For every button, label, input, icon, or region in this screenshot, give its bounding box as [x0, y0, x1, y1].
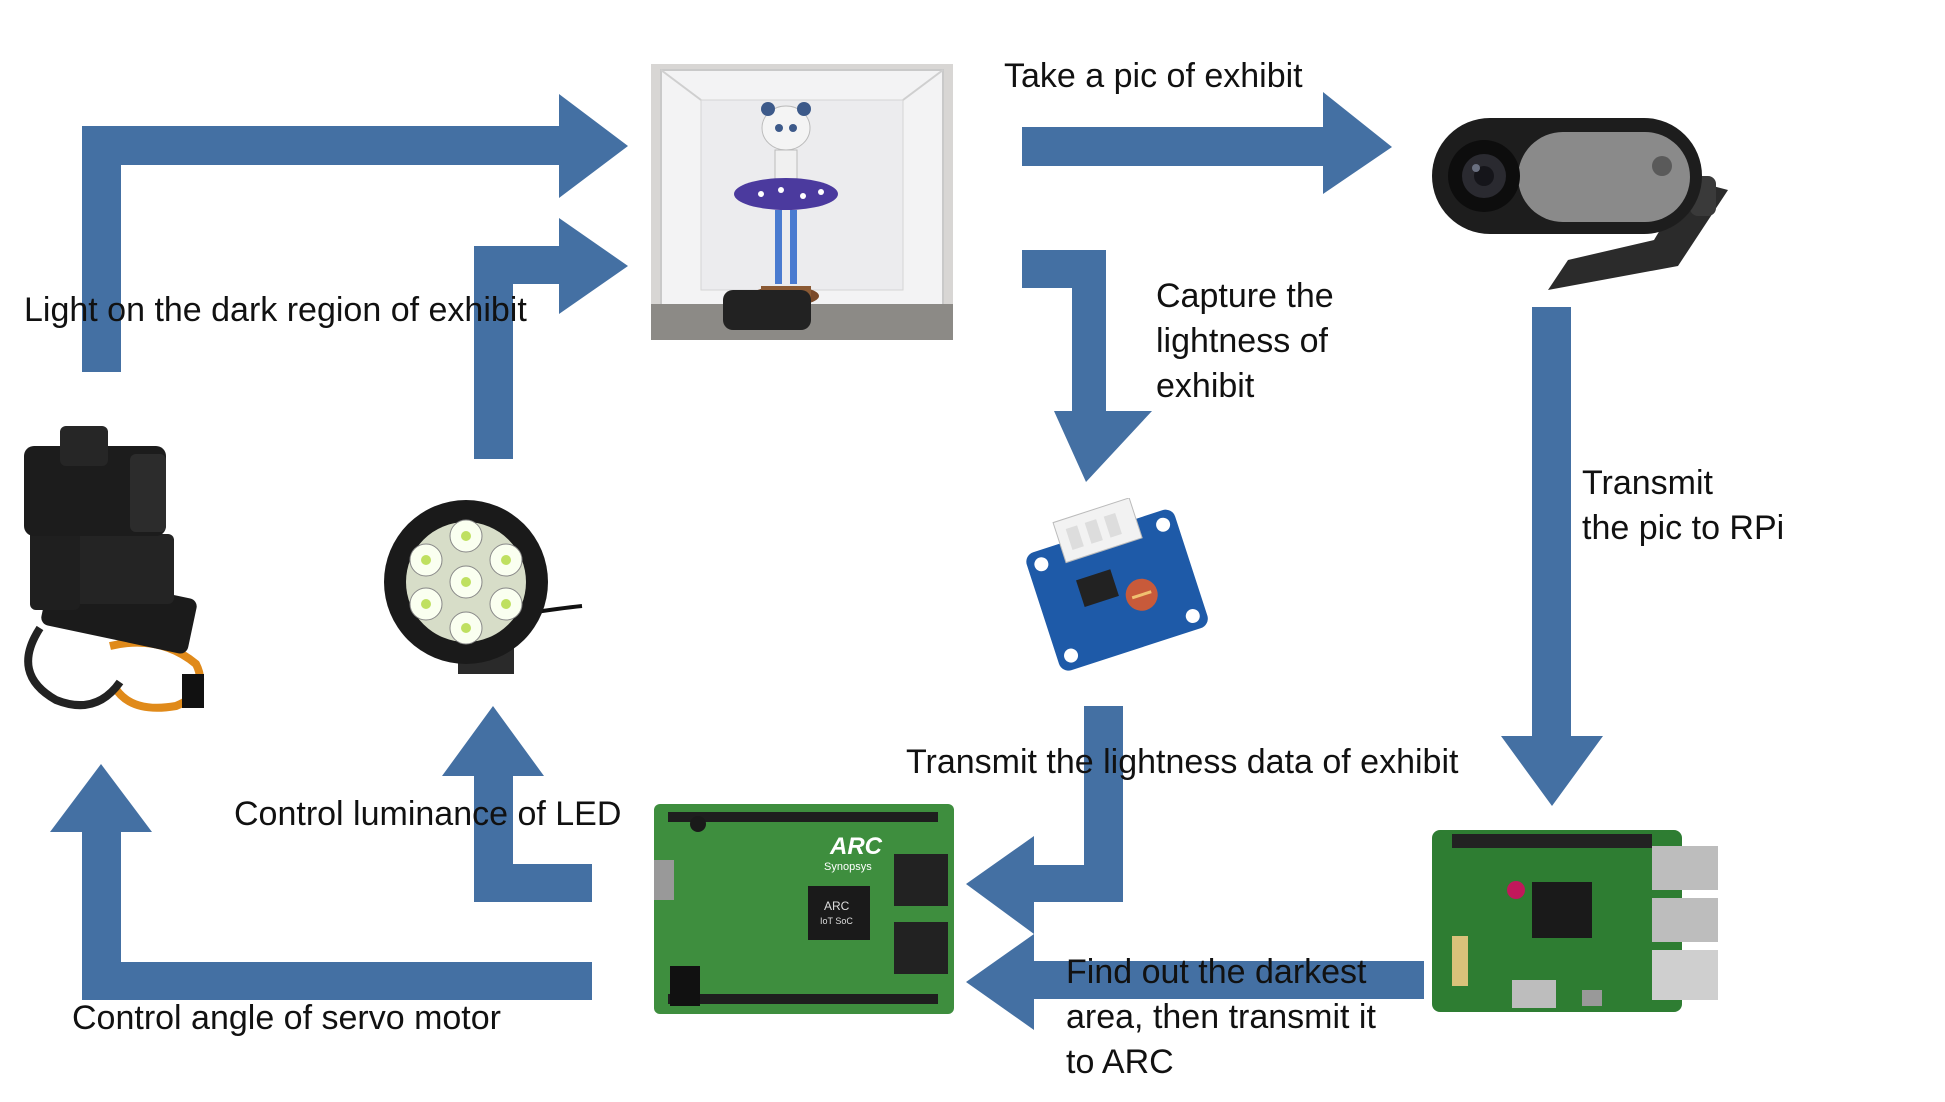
arc-logo-sub: Synopsys [824, 861, 872, 873]
label-take-pic: Take a pic of exhibit [1004, 57, 1303, 95]
arrow-arc-to-servo [50, 764, 592, 1000]
arrow-exhibit-to-sensor [1022, 250, 1152, 482]
webcam-icon [1432, 118, 1728, 290]
label-capture-line2: lightness of [1156, 322, 1328, 360]
arc-chip-text: ARC [824, 899, 850, 913]
label-find-darkest-line3: to ARC [1066, 1043, 1174, 1081]
label-capture-line3: exhibit [1156, 367, 1255, 405]
arc-chip-sub: IoT SoC [820, 916, 853, 926]
label-capture-line1: Capture the [1156, 277, 1334, 315]
label-light-on: Light on the dark region of exhibit [24, 291, 527, 329]
label-control-led: Control luminance of LED [234, 795, 622, 833]
servo-pan-tilt-icon [24, 426, 204, 712]
arrow-led-to-exhibit [474, 218, 628, 459]
arrow-arc-to-led [442, 706, 592, 902]
arrow-rpi-to-arc [966, 934, 1424, 1030]
arrow-webcam-to-rpi [1501, 307, 1603, 806]
label-control-servo: Control angle of servo motor [72, 999, 501, 1037]
arc-iot-board-icon: ARC Synopsys ARC IoT SoC [654, 804, 954, 1014]
arrow-sensor-to-arc [966, 706, 1123, 934]
label-transmit-pic-line2: the pic to RPi [1582, 509, 1785, 547]
led-lamp-icon [384, 500, 583, 674]
exhibit-box-photo [651, 64, 953, 340]
label-transmit-lightness: Transmit the lightness data of exhibit [906, 743, 1459, 781]
label-find-darkest-line1: Find out the darkest [1066, 953, 1367, 991]
arrow-servo-to-exhibit [82, 94, 628, 372]
raspberry-pi-board-icon [1432, 830, 1718, 1012]
label-transmit-pic-line1: Transmit [1582, 464, 1713, 502]
light-sensor-module-icon [1026, 498, 1208, 671]
arc-logo-text: ARC [829, 833, 883, 860]
label-find-darkest-line2: area, then transmit it [1066, 998, 1376, 1036]
arrow-exhibit-to-webcam [1022, 92, 1392, 194]
